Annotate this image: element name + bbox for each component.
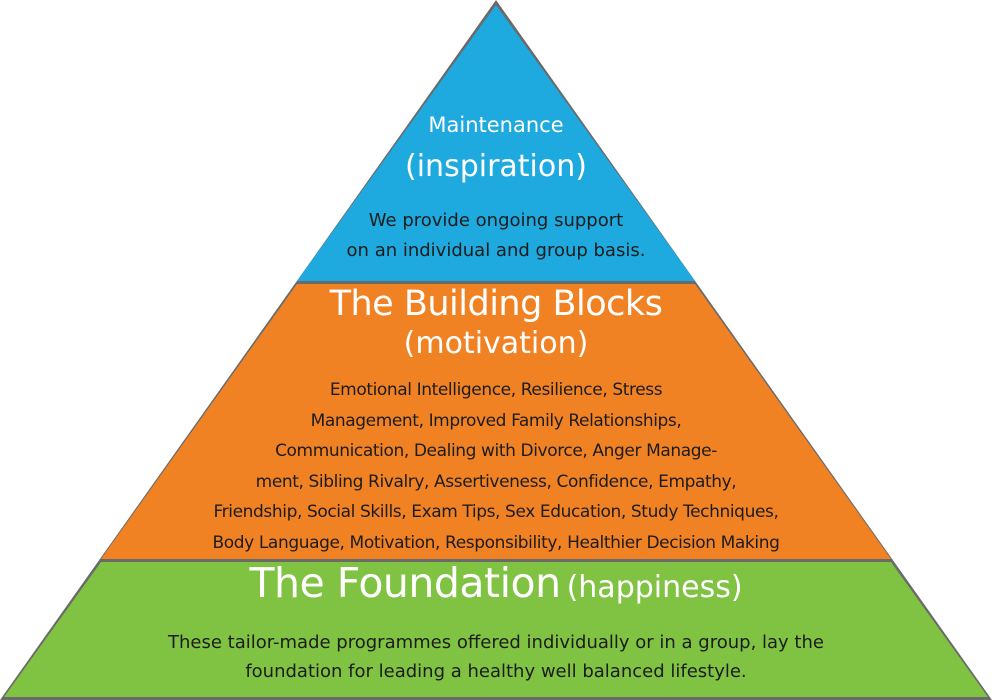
foundation-description: These tailor-made programmes offered ind… xyxy=(40,628,952,686)
building-blocks-description-line: Friendship, Social Skills, Exam Tips, Se… xyxy=(213,502,779,522)
foundation-heading: The Foundation(happiness) xyxy=(60,559,932,607)
tier-maintenance-shape xyxy=(297,5,695,281)
tier-building-blocks-shape xyxy=(101,284,891,559)
foundation-description-line: foundation for leading a healthy well ba… xyxy=(245,661,747,682)
building-blocks-description: Emotional Intelligence, Resilience, Stre… xyxy=(136,375,856,558)
tier-foundation-shape xyxy=(4,562,988,697)
foundation-description-line: These tailor-made programmes offered ind… xyxy=(168,632,824,653)
building-blocks-title: The Building Blocks xyxy=(329,284,663,324)
foundation-subtitle: (happiness) xyxy=(566,570,743,605)
maintenance-description-line: We provide ongoing support xyxy=(368,210,624,231)
building-blocks-description-line: ment, Sibling Rivalry, Assertiveness, Co… xyxy=(255,471,737,492)
foundation-title: The Foundation xyxy=(249,559,561,607)
maintenance-description: We provide ongoing support on an individ… xyxy=(296,206,696,266)
building-blocks-description-line: Communication, Dealing with Divorce, Ang… xyxy=(275,441,717,461)
building-blocks-description-line: Management, Improved Family Relationship… xyxy=(310,410,682,431)
maintenance-title: Maintenance xyxy=(428,113,564,137)
maintenance-subtitle: (inspiration) xyxy=(405,149,587,184)
maintenance-description-line: on an individual and group basis. xyxy=(346,240,646,261)
building-blocks-description-line: Emotional Intelligence, Resilience, Stre… xyxy=(329,380,663,400)
building-blocks-subtitle: (motivation) xyxy=(403,326,589,361)
building-blocks-description-line: Body Language, Motivation, Responsibilit… xyxy=(212,532,780,553)
